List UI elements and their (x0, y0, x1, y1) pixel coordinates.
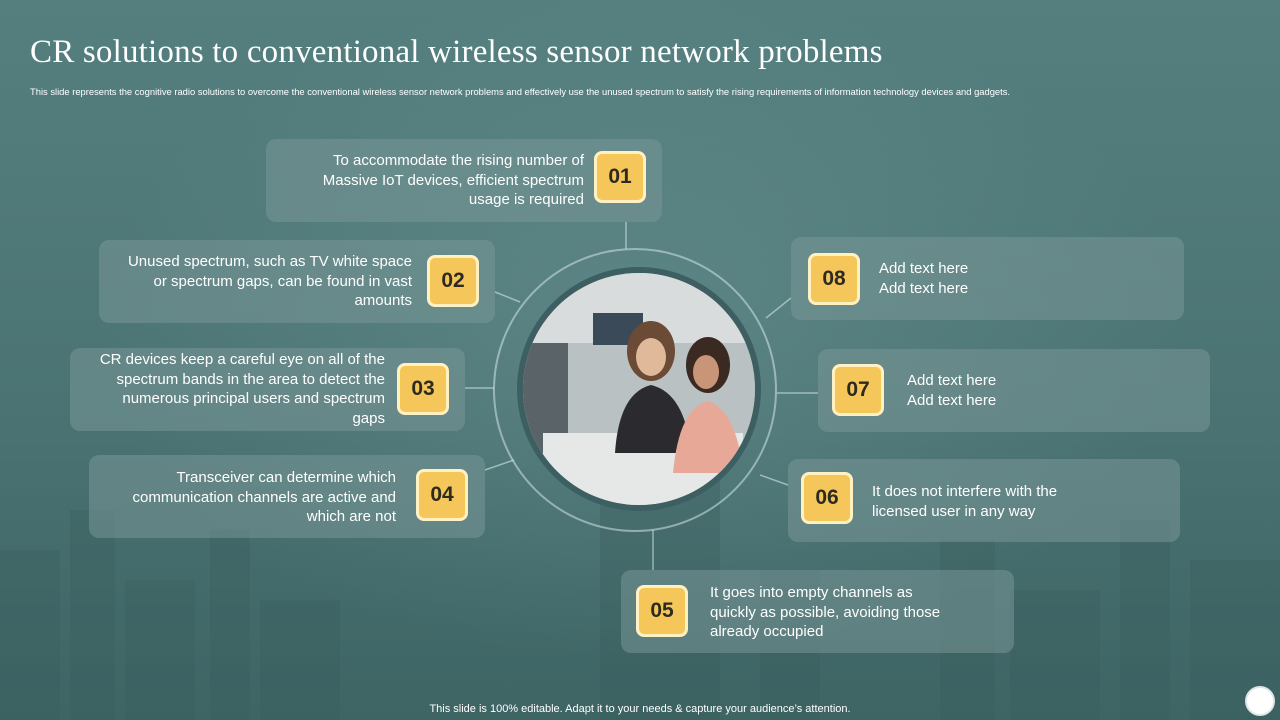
solution-card-06: 06 It does not interfere with the licens… (788, 459, 1180, 542)
page-title: CR solutions to conventional wireless se… (30, 34, 883, 70)
solution-text: CR devices keep a careful eye on all of … (99, 351, 385, 427)
number-badge: 04 (416, 469, 468, 521)
solution-text: Unused spectrum, such as TV white space … (127, 253, 412, 309)
number-badge: 08 (808, 253, 860, 305)
solution-card-01: To accommodate the rising number of Mass… (266, 139, 662, 222)
solution-card-08: 08 Add text here Add text here (791, 237, 1184, 320)
corner-circle-icon[interactable] (1245, 686, 1275, 716)
solution-text: It goes into empty channels as quickly a… (710, 584, 941, 640)
solution-card-07: 07 Add text here Add text here (818, 349, 1210, 432)
number-badge: 07 (832, 364, 884, 416)
number-badge: 06 (801, 472, 853, 524)
number-badge: 02 (427, 255, 479, 307)
solution-text: Add text here Add text here (879, 260, 969, 297)
page-subtitle: This slide represents the cognitive radi… (30, 86, 1011, 97)
solution-card-04: Transceiver can determine which communic… (89, 455, 485, 538)
solution-text: Add text here Add text here (907, 372, 997, 409)
solution-text: To accommodate the rising number of Mass… (322, 152, 584, 208)
solution-text: Transceiver can determine which communic… (132, 469, 396, 525)
number-badge: 01 (594, 151, 646, 203)
solution-text: It does not interfere with the licensed … (872, 483, 1058, 520)
solution-card-03: CR devices keep a careful eye on all of … (70, 348, 465, 431)
footer-note: This slide is 100% editable. Adapt it to… (429, 703, 851, 715)
solution-card-02: Unused spectrum, such as TV white space … (99, 240, 495, 323)
solution-card-05: 05 It goes into empty channels as quickl… (621, 570, 1014, 653)
number-badge: 03 (397, 363, 449, 415)
meeting-photo-icon (523, 273, 755, 505)
photo-ring (493, 248, 777, 532)
meeting-photo (517, 267, 761, 511)
number-badge: 05 (636, 585, 688, 637)
